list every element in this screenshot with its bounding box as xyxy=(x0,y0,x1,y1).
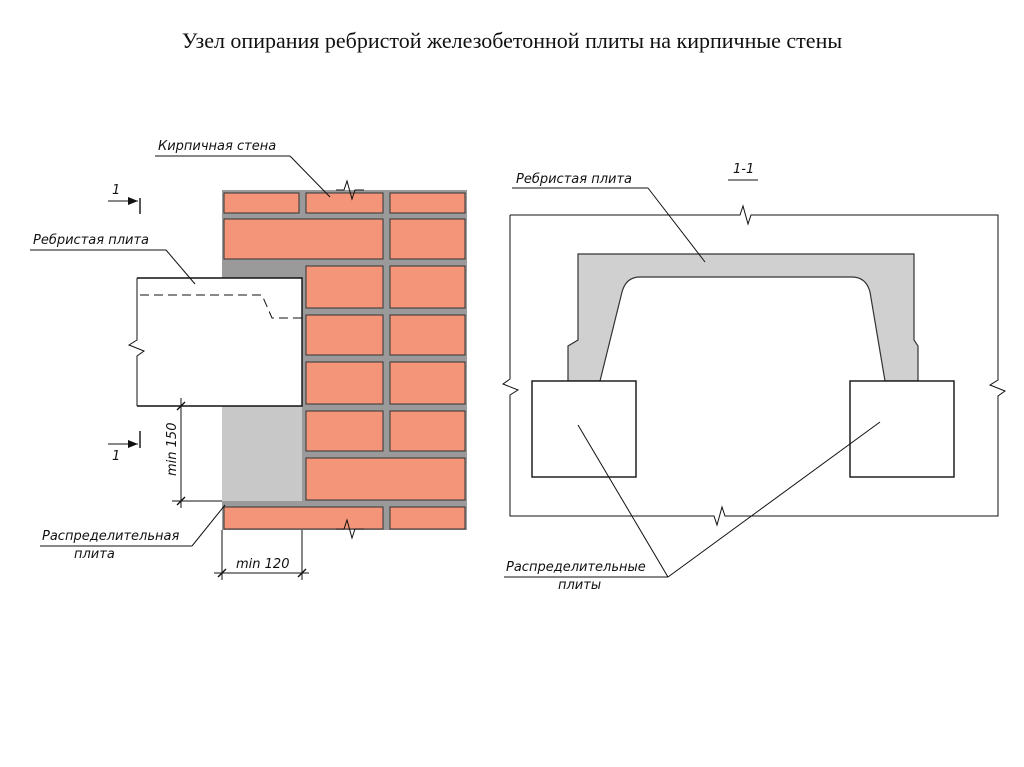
section-mark-bottom-label: 1 xyxy=(112,449,120,464)
distribution-plate-left xyxy=(222,406,302,501)
brick xyxy=(223,192,300,214)
brick xyxy=(389,361,466,405)
brick xyxy=(305,192,384,214)
label-distribution-plates-line1: Распределительные xyxy=(506,560,646,575)
distribution-plates xyxy=(531,380,955,478)
label-distribution-plates: Распределительные плиты xyxy=(504,421,881,593)
label-ribbed-slab-left-text: Ребристая плита xyxy=(33,233,149,248)
brick xyxy=(389,218,466,260)
section-title-label: 1-1 xyxy=(733,162,754,177)
brick-wall xyxy=(222,179,467,540)
section-mark-bottom: 1 xyxy=(108,431,141,464)
label-distribution-plates-line2: плиты xyxy=(558,578,601,593)
brick xyxy=(389,265,466,309)
brick xyxy=(223,506,384,530)
brick xyxy=(305,361,384,405)
label-distribution-plate: Распределительная плита xyxy=(40,504,226,562)
label-brick-wall-text: Кирпичная стена xyxy=(158,139,276,154)
brick xyxy=(305,314,384,356)
section-mark-top-label: 1 xyxy=(112,183,120,198)
brick xyxy=(389,506,466,530)
label-ribbed-slab-right-text: Ребристая плита xyxy=(516,172,632,187)
label-ribbed-slab-right: Ребристая плита xyxy=(512,172,706,263)
brick xyxy=(305,410,384,452)
brick xyxy=(389,410,466,452)
label-distribution-plate-line1: Распределительная xyxy=(42,529,179,544)
distribution-plate-right-1 xyxy=(531,380,637,478)
brick xyxy=(305,457,466,501)
section-mark-top: 1 xyxy=(108,183,141,214)
brick xyxy=(389,314,466,356)
ribbed-slab-section xyxy=(567,253,919,382)
dimension-horizontal-label: min 120 xyxy=(236,557,289,572)
page-title: Узел опирания ребристой железобетонной п… xyxy=(181,28,843,53)
section-title: 1-1 xyxy=(728,162,758,181)
distribution-plate-right-2 xyxy=(849,380,955,478)
label-ribbed-slab-left: Ребристая плита xyxy=(30,233,196,285)
brick xyxy=(223,218,384,260)
brick xyxy=(305,265,384,309)
label-distribution-plate-line2: плита xyxy=(74,547,115,562)
dimension-vertical-label: min 150 xyxy=(165,423,180,476)
wall-outline xyxy=(501,204,1007,527)
label-brick-wall: Кирпичная стена xyxy=(155,139,331,198)
dimension-vertical: min 150 xyxy=(165,398,222,508)
slab-bearing-zone xyxy=(222,278,302,406)
brick xyxy=(389,192,466,214)
dimension-horizontal: min 120 xyxy=(214,530,309,580)
